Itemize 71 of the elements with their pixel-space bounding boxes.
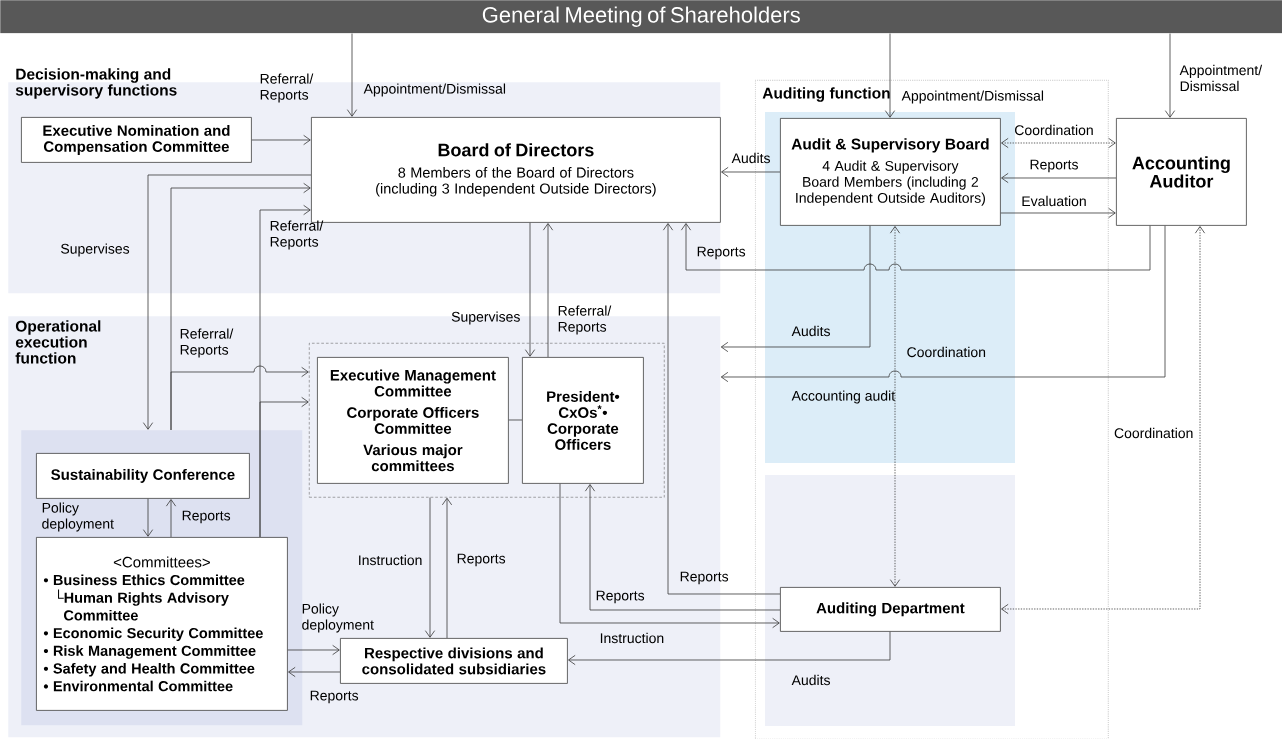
arrow: [142, 498, 154, 537]
org-box: Sustainability Conference: [36, 453, 250, 499]
edge-label: Audits: [791, 674, 830, 686]
band-heading: Auditing function: [762, 87, 890, 102]
arrow: [287, 644, 340, 656]
org-box: President• CxOs$^{*}$• Corporate Officers: [522, 357, 644, 484]
org-box: Auditing Department: [780, 587, 1001, 632]
edge-label: Reports: [680, 571, 729, 585]
edge-label: Reports: [697, 246, 746, 260]
arrow: [251, 134, 311, 146]
edge-label: Referral/ Reports: [260, 73, 314, 103]
edge-label: Coordination: [1015, 124, 1093, 136]
connector-line: [508, 419, 523, 421]
edge-label: Referral/ Reports: [558, 305, 612, 335]
arrow: [1001, 226, 1206, 615]
edge-label: Audits: [731, 152, 770, 164]
arrow: [170, 365, 309, 431]
edge-label: Reports: [310, 690, 359, 704]
arrow: [720, 225, 1166, 383]
arrow: [889, 226, 901, 587]
arrow: [680, 223, 1151, 271]
arrow: [1000, 207, 1116, 219]
edge-label: Referral/ Reports: [180, 328, 234, 358]
edge-label: Referral/ Reports: [270, 220, 324, 250]
edge-label: Instruction: [600, 632, 664, 644]
org-box: <Committees> • Business Ethics Committee └Human Rights Advisory Committee • Economic Security Committee • Risk Management Committee • Safety and Health Committee • Environmental Committee: [36, 537, 288, 711]
arrow: [559, 483, 780, 629]
arrow: [259, 396, 309, 538]
edge-label: Reports: [182, 510, 231, 524]
edge-label: Audits: [791, 325, 830, 337]
edge-label: Supervises: [451, 311, 520, 325]
org-box: Executive Nomination and Compensation Committee: [21, 117, 252, 163]
edge-label: Policy deployment: [302, 603, 374, 633]
arrow: [1164, 33, 1176, 118]
edge-label: Reports: [457, 553, 506, 567]
edge-label: Appointment/Dismissal: [901, 90, 1044, 104]
edge-label: Evaluation: [1022, 195, 1086, 207]
arrow: [165, 499, 177, 538]
arrow: [884, 33, 896, 118]
org-box: Audit & Supervisory Board 4 Audit & Supervisory Board Members (including 2 Independent Outside Auditors): [780, 118, 1001, 226]
edge-label: Accounting audit: [791, 390, 895, 404]
edge-label: Reports: [1030, 159, 1078, 173]
dotted-group-box: [309, 343, 665, 498]
band-heading: Operational execution function: [15, 320, 101, 364]
arrow: [424, 497, 436, 638]
arrow: [142, 174, 312, 430]
edge-label: Appointment/Dismissal: [363, 83, 506, 97]
arrow: [584, 484, 781, 611]
arrow: [441, 497, 453, 639]
band-heading: Decision-making and supervisory functions: [15, 68, 177, 99]
arrow: [524, 222, 536, 357]
edge-label: Reports: [596, 590, 645, 604]
arrow: [542, 223, 554, 358]
arrow: [288, 666, 341, 678]
org-box: Respective divisions and consolidated subsidiaries: [340, 638, 568, 684]
org-box: Executive Management Committee Corporate Officers Committee Various major committees: [317, 357, 509, 484]
arrow: [568, 631, 891, 666]
arrow: [720, 225, 871, 353]
edge-label: Appointment/ Dismissal: [1179, 64, 1263, 92]
arrow: [1001, 172, 1117, 184]
edge-label: Supervises: [61, 243, 130, 257]
edge-label: Coordination: [907, 346, 986, 358]
arrow: [662, 223, 781, 595]
edge-label: Policy deployment: [42, 502, 114, 532]
title-banner: General Meeting of Shareholders: [0, 0, 1282, 34]
arrow: [721, 166, 781, 178]
arrow: [1001, 137, 1116, 149]
org-box: Accounting Auditor: [1116, 118, 1247, 226]
edge-label: Instruction: [359, 554, 422, 566]
edge-label: Coordination: [1114, 427, 1193, 439]
arrow: [346, 33, 358, 117]
